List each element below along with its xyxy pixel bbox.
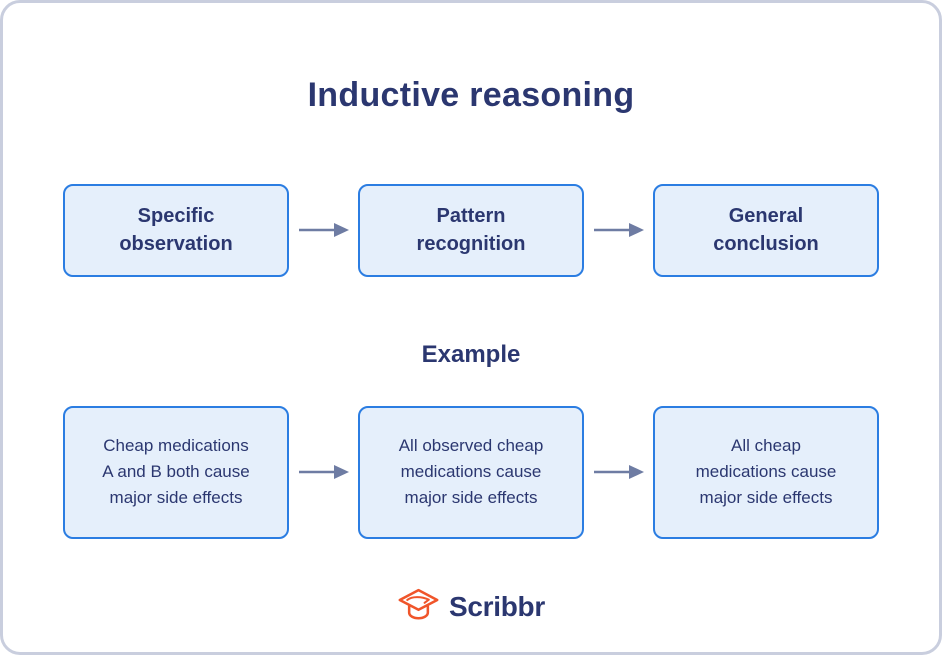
logo-wordmark: Scribbr xyxy=(449,590,545,622)
right-arrow-icon xyxy=(298,223,349,238)
right-arrow-icon xyxy=(593,465,644,480)
arrow-cell xyxy=(289,221,358,239)
right-arrow-icon xyxy=(593,223,644,238)
scribbr-logo: Scribbr xyxy=(397,587,545,627)
example-step-2: All observed cheap medications cause maj… xyxy=(358,405,584,539)
example-step-1: Cheap medications A and B both cause maj… xyxy=(63,405,289,539)
right-arrow-icon xyxy=(298,465,349,480)
arrow-cell xyxy=(584,463,653,481)
arrow-cell xyxy=(289,463,358,481)
arrow-cell xyxy=(584,221,653,239)
flow-step-pattern-recognition: Pattern recognition xyxy=(358,183,584,277)
page-title: Inductive reasoning xyxy=(307,76,635,114)
concept-flow-row: Specific observation Pattern recognition… xyxy=(63,183,879,277)
example-step-3: All cheap medications cause major side e… xyxy=(653,405,879,539)
flow-step-specific-observation: Specific observation xyxy=(63,183,289,277)
flow-step-general-conclusion: General conclusion xyxy=(653,183,879,277)
graduation-cap-icon xyxy=(397,587,440,627)
example-flow-row: Cheap medications A and B both cause maj… xyxy=(63,405,879,539)
example-heading: Example xyxy=(421,340,521,368)
